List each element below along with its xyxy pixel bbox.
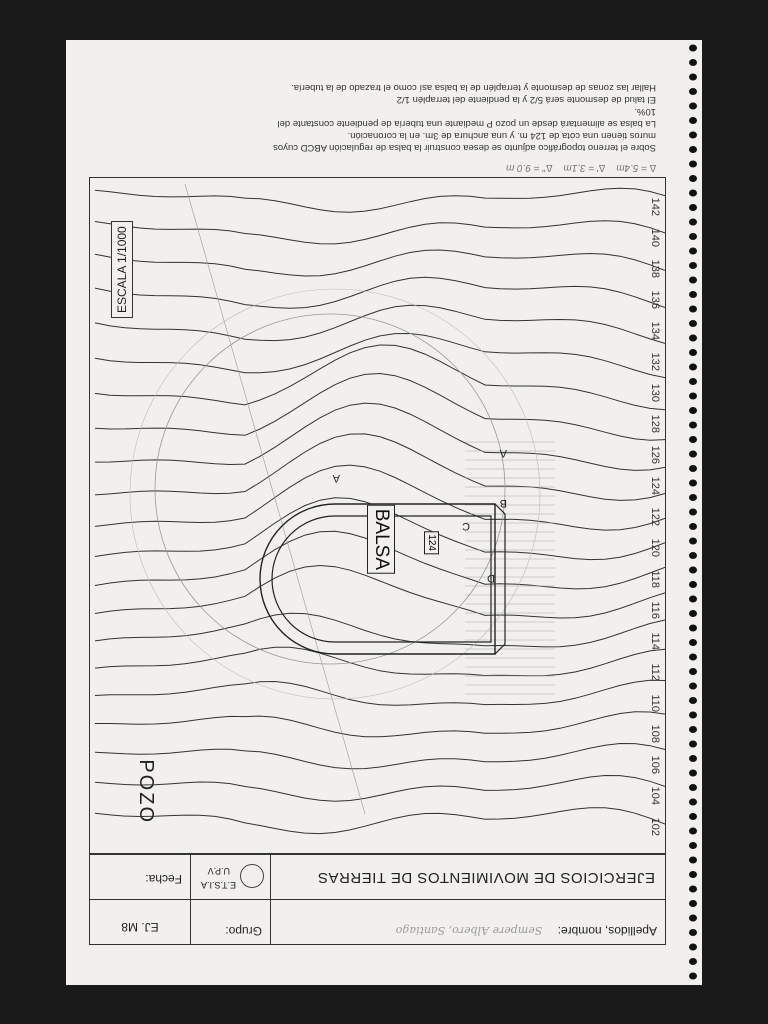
note-3: ∆'' = 9.0 m [506,162,553,173]
point-c: C [462,520,470,532]
contour-label: 116 [649,601,661,619]
contour-label: 120 [649,538,661,557]
problem-line: muros tienen una cota de 124 m. y una an… [347,130,656,141]
point-d: D [487,572,495,584]
balsa-inner-outline [271,515,492,643]
contour-line [94,742,665,770]
contour-label: 122 [649,507,661,526]
contour-label: 132 [649,352,661,371]
construction-circle [154,313,506,665]
problem-line: Hallar las zonas de desmonte y terraplén… [291,82,656,93]
problem-statement: ∆ = 5.4m ∆' = 3.1m ∆'' = 9.0 m Sobre el … [91,75,666,179]
contour-line [94,304,665,344]
contour-line [94,187,665,213]
handwritten-notes: ∆ = 5.4m ∆' = 3.1m ∆'' = 9.0 m [101,161,656,173]
name-value: Sempere Albero, Santiago [395,924,543,937]
contour-line [94,612,665,648]
contour-line [94,276,665,309]
group-cell: Grupo: [190,900,270,944]
contour-drawing [94,183,665,835]
contour-label: 110 [649,694,661,712]
contour-label: 112 [649,663,661,681]
contour-label: 126 [649,445,661,464]
contour-line [94,402,665,471]
problem-line: La balsa se alimentará desde un pozo P m… [277,118,656,129]
contour-line [94,220,665,245]
school-logo [240,864,264,888]
header-row-title: EJERCICIOS DE MOVIMIENTOS DE TIERRAS E.T… [90,854,665,900]
contour-line [94,344,665,411]
contour-line [94,679,665,706]
contour-label: 118 [649,570,661,588]
page-title: EJERCICIOS DE MOVIMIENTOS DE TIERRAS [317,869,656,886]
exercise-code-cell: EJ. M8 [90,900,190,944]
point-b: B [499,497,507,509]
name-label: Apellidos, nombre: [557,924,657,938]
contour-line [94,564,665,619]
contour-label: 140 [649,228,661,247]
contour-label: 114 [649,632,661,650]
balsa-notch [494,503,506,655]
header-row-name: Apellidos, nombre: Sempere Albero, Santi… [90,899,665,944]
contour-line [94,774,665,802]
problem-line: El talud de desmonte será 5/2 y la pendi… [396,94,656,105]
contour-label: 106 [649,755,661,774]
title-cell: EJERCICIOS DE MOVIMIENTOS DE TIERRAS [270,854,665,900]
binder-holes [689,44,697,980]
pozo-label: POZO [135,759,157,824]
contour-line [94,646,665,677]
school-name: E.T.S.I.A [200,880,236,890]
scale-label: ESCALA 1/1000 [111,221,133,318]
problem-line: Sobre el terreno topográfico adjunto se … [273,142,656,153]
contour-line [94,332,665,379]
topographic-map: ESCALA 1/1000 POZO BALSA 124 A B C D A 1… [89,177,666,855]
contour-label: 130 [649,383,661,402]
contour-label: 104 [649,786,661,805]
problem-line: 10%. [634,106,656,117]
contour-label: 142 [649,197,661,216]
school-univ: U.P.V [207,866,230,876]
name-cell: Apellidos, nombre: Sempere Albero, Santi… [270,900,665,944]
contour-label: 102 [649,817,661,836]
contour-label: 134 [649,321,661,340]
date-label: Fecha: [145,872,182,886]
point-a: A [499,447,507,459]
balsa-outline [259,503,496,655]
note-1: ∆ = 5.4m [616,162,656,173]
contour-label: 136 [649,290,661,309]
school-cell: E.T.S.I.A U.P.V [190,854,270,900]
construction-circle-outer [129,288,541,700]
exercise-sheet: Apellidos, nombre: Sempere Albero, Santi… [66,40,702,985]
contour-label: 138 [649,259,661,278]
group-label: Grupo: [225,924,262,938]
contour-line [94,249,665,277]
contour-label: 128 [649,414,661,433]
contour-label: 108 [649,724,661,743]
pipe-guide-line [184,183,366,815]
contour-line [94,464,665,531]
contour-line [94,433,665,501]
balsa-label: BALSA [367,504,395,574]
header-frame: Apellidos, nombre: Sempere Albero, Santi… [89,853,666,945]
contour-line [94,372,665,441]
balsa-elevation: 124 [424,531,439,554]
contour-line [94,807,665,835]
contour-label: 124 [649,476,661,495]
exercise-code: EJ. M8 [121,920,159,934]
date-cell: Fecha: [90,854,190,900]
note-2: ∆' = 3.1m [563,162,606,173]
point-a-arc: A [332,472,340,484]
contour-line [95,711,665,738]
